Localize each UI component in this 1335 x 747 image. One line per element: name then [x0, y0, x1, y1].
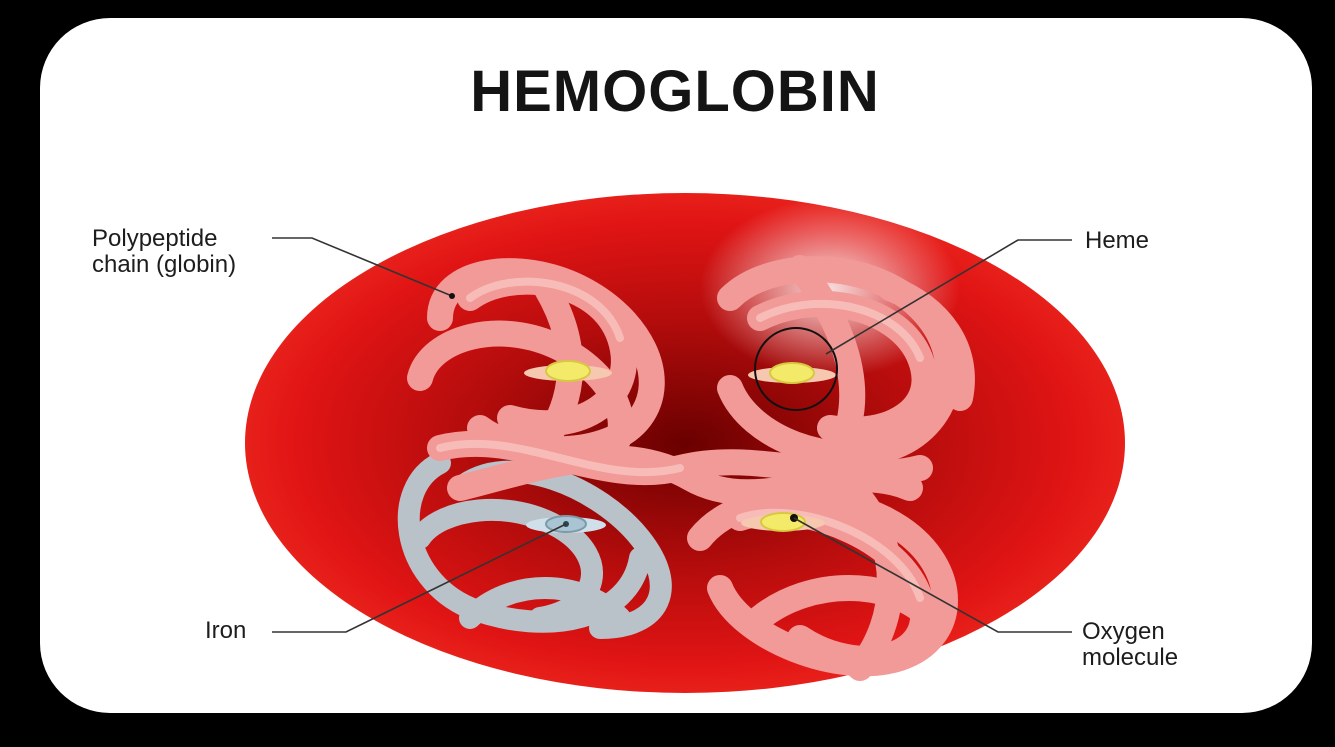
polypeptide-label-line2: chain (globin) — [92, 252, 236, 278]
oxygen-label-line2: molecule — [1082, 645, 1178, 671]
oxygen-molecule-label: Oxygen molecule — [1082, 619, 1178, 671]
iron-label: Iron — [205, 618, 246, 644]
oxygen-label-line1: Oxygen — [1082, 619, 1178, 645]
polypeptide-label: Polypeptide chain (globin) — [92, 226, 236, 278]
diagram-title: HEMOGLOBIN — [175, 58, 1175, 125]
polypeptide-label-line1: Polypeptide — [92, 226, 236, 252]
diagram-card: HEMOGLOBIN Polypeptide chain (globin) He… — [40, 18, 1312, 713]
heme-label: Heme — [1085, 228, 1149, 254]
red-blood-cell — [245, 193, 1125, 693]
